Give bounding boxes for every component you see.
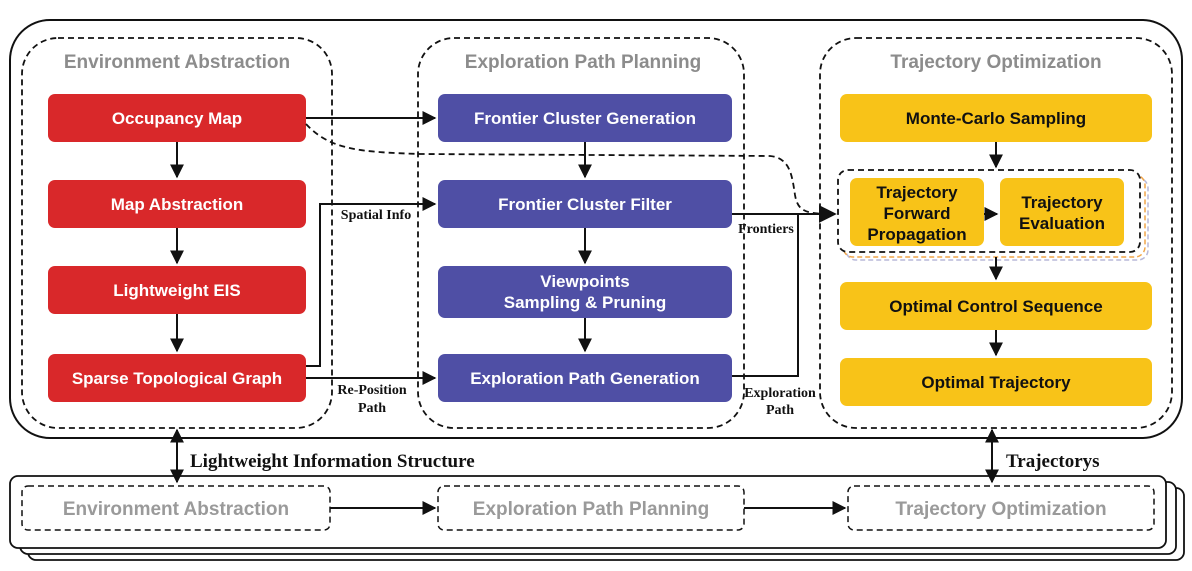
- sparse-topological-graph-label: Sparse Topological Graph: [72, 369, 282, 388]
- lightweight-info-label: Lightweight Information Structure: [190, 451, 475, 472]
- frontier-cluster-generation-label: Frontier Cluster Generation: [474, 109, 696, 128]
- lightweight-eis-box: [48, 266, 306, 314]
- occupancy-map-box: [48, 94, 306, 142]
- exploration-path-generation-label: Exploration Path Generation: [470, 369, 700, 388]
- exp-section-container: [417, 37, 745, 429]
- optimal-control-sequence-box: [840, 282, 1152, 330]
- viewpoints-label-line2: Sampling & Pruning: [504, 293, 666, 312]
- env-section-container: [21, 37, 333, 429]
- traj-section-container: [819, 37, 1173, 429]
- monte-carlo-sampling-box: [840, 94, 1152, 142]
- env-section-title: Environment Abstraction: [64, 52, 290, 73]
- exploration-path-label-line2: Path: [766, 403, 794, 418]
- bottom-exp-box: [437, 485, 745, 531]
- lightweight-eis-label: Lightweight EIS: [113, 281, 241, 300]
- occupancy-map-label: Occupancy Map: [112, 109, 242, 128]
- bottom-traj-label: Trajectory Optimization: [895, 499, 1106, 520]
- reposition-label-line2: Path: [358, 401, 386, 416]
- trajectory-evaluation-box: [1000, 178, 1124, 246]
- reposition-label-line1: Re-Position: [337, 383, 406, 398]
- dashed-occupancy-to-trajectory: [305, 123, 836, 215]
- exploration-path-label-line1: Exploration: [744, 386, 816, 401]
- bottom-exp-label: Exploration Path Planning: [473, 499, 709, 520]
- forward-propagation-line1: Trajectory: [876, 183, 958, 202]
- arrow-graph-to-frontier-filter: [306, 197, 437, 367]
- viewpoints-sampling-box: [438, 266, 732, 318]
- spatial-info-label: Spatial Info: [341, 208, 411, 223]
- trajectory-evaluation-line2: Evaluation: [1019, 214, 1105, 233]
- exp-section-title: Exploration Path Planning: [465, 52, 701, 73]
- frontier-cluster-generation-box: [438, 94, 732, 142]
- map-abstraction-label: Map Abstraction: [111, 195, 244, 214]
- traj-section-title: Trajectory Optimization: [890, 52, 1101, 73]
- frontiers-label: Frontiers: [738, 222, 794, 237]
- forward-propagation-line3: Propagation: [867, 225, 966, 244]
- bottom-traj-box: [847, 485, 1155, 531]
- arrow-pathgen-to-trajectory: [732, 214, 799, 377]
- map-abstraction-box: [48, 180, 306, 228]
- trajectory-forward-propagation-box: [850, 178, 984, 246]
- sparse-topological-graph-box: [48, 354, 306, 402]
- frontier-cluster-filter-box: [438, 180, 732, 228]
- forward-propagation-line2: Forward: [883, 204, 950, 223]
- optimal-trajectory-label: Optimal Trajectory: [921, 373, 1071, 392]
- optimal-trajectory-box: [840, 358, 1152, 406]
- optimal-control-sequence-label: Optimal Control Sequence: [889, 297, 1102, 316]
- viewpoints-label-line1: Viewpoints: [540, 272, 629, 291]
- frontier-cluster-filter-label: Frontier Cluster Filter: [498, 195, 672, 214]
- exploration-path-generation-box: [438, 354, 732, 402]
- trajectorys-label: Trajectorys: [1006, 451, 1100, 472]
- monte-carlo-sampling-label: Monte-Carlo Sampling: [906, 109, 1086, 128]
- bottom-env-label: Environment Abstraction: [63, 499, 289, 520]
- trajectory-evaluation-line1: Trajectory: [1021, 193, 1103, 212]
